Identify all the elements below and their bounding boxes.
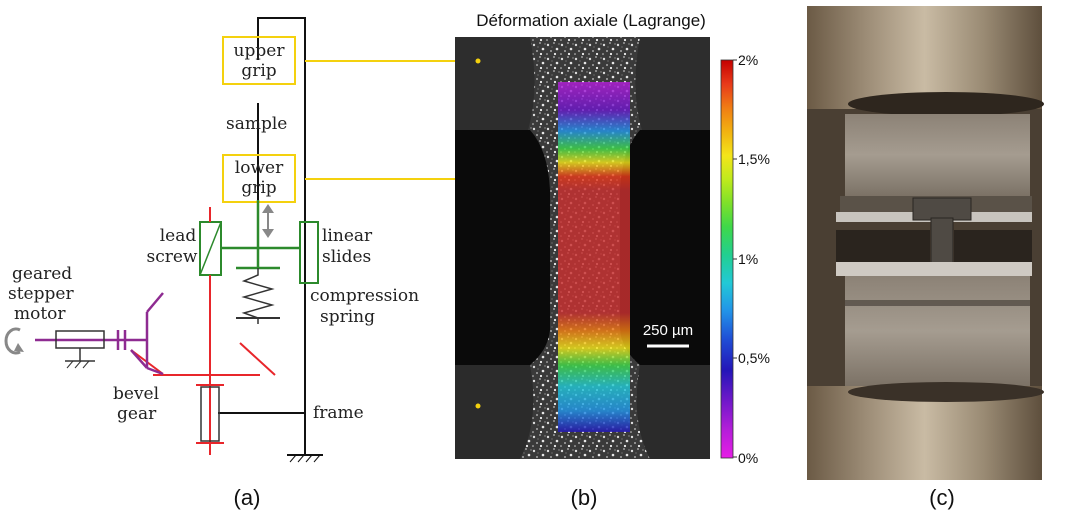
panel-c-caption: (c) [929, 485, 955, 510]
linear-slides-label-line2: slides [322, 247, 371, 267]
lower-grip-label-line1: lower [235, 158, 284, 178]
compression-spring-label-line1: compression [310, 286, 419, 306]
panel-a-schematic: upper grip sample lower grip [4, 17, 479, 510]
scale-bar-label: 250 µm [643, 322, 693, 339]
geared-stepper-motor [35, 292, 164, 376]
frame-label: frame [313, 403, 364, 423]
colorbar-tick-label: 1% [738, 251, 758, 267]
motor-label-line2: stepper [8, 284, 74, 304]
lower-grip-callout: lower grip [222, 154, 479, 406]
colorbar-tick-label: 1,5% [738, 151, 770, 167]
lower-grip-label-line2: grip [241, 178, 276, 198]
colorbar-ticks [733, 59, 737, 458]
lead-screw-label-line1: lead [160, 226, 197, 246]
bevel-gear-label-line1: bevel [113, 384, 159, 404]
colorbar-tick-label: 0,5% [738, 350, 770, 366]
motor-label-line1: geared [12, 264, 72, 284]
upper-grip-block [845, 114, 1030, 196]
panel-c-photo: (c) [807, 6, 1044, 510]
compression-spring-icon [236, 268, 280, 324]
colorbar-tick-label: 2% [738, 52, 758, 68]
upper-grip-label-line2: grip [241, 61, 276, 81]
strain-overlay [558, 82, 630, 432]
upper-grip-label-line1: upper [234, 41, 286, 61]
colorbar-tick-label: 0% [738, 450, 758, 466]
upper-cylinder [807, 6, 1042, 109]
strain-map-title: Déformation axiale (Lagrange) [476, 11, 706, 30]
panel-b-strain-map: Déformation axiale (Lagrange) 250 µm [455, 11, 770, 510]
sample-label: sample [226, 114, 287, 134]
lower-grip-block [836, 262, 1032, 276]
rotation-arrow-icon [4, 327, 21, 355]
linear-slides-label-line1: linear [322, 226, 373, 246]
bevel-gear-label-line2: gear [117, 404, 157, 424]
colorbar [720, 59, 734, 459]
compression-spring-label-line2: spring [320, 307, 375, 327]
upper-grip-callout: upper grip [222, 36, 479, 85]
rotation-arrowhead-icon [14, 343, 24, 352]
panel-b-caption: (b) [571, 485, 598, 510]
panel-a-caption: (a) [234, 485, 261, 510]
motor-label-line3: motor [14, 304, 66, 324]
lead-screw-and-slides [199, 200, 319, 284]
lead-screw-label-line2: screw [147, 247, 198, 267]
motion-arrow-icon [262, 204, 274, 238]
lead-screw-axis [130, 207, 276, 455]
